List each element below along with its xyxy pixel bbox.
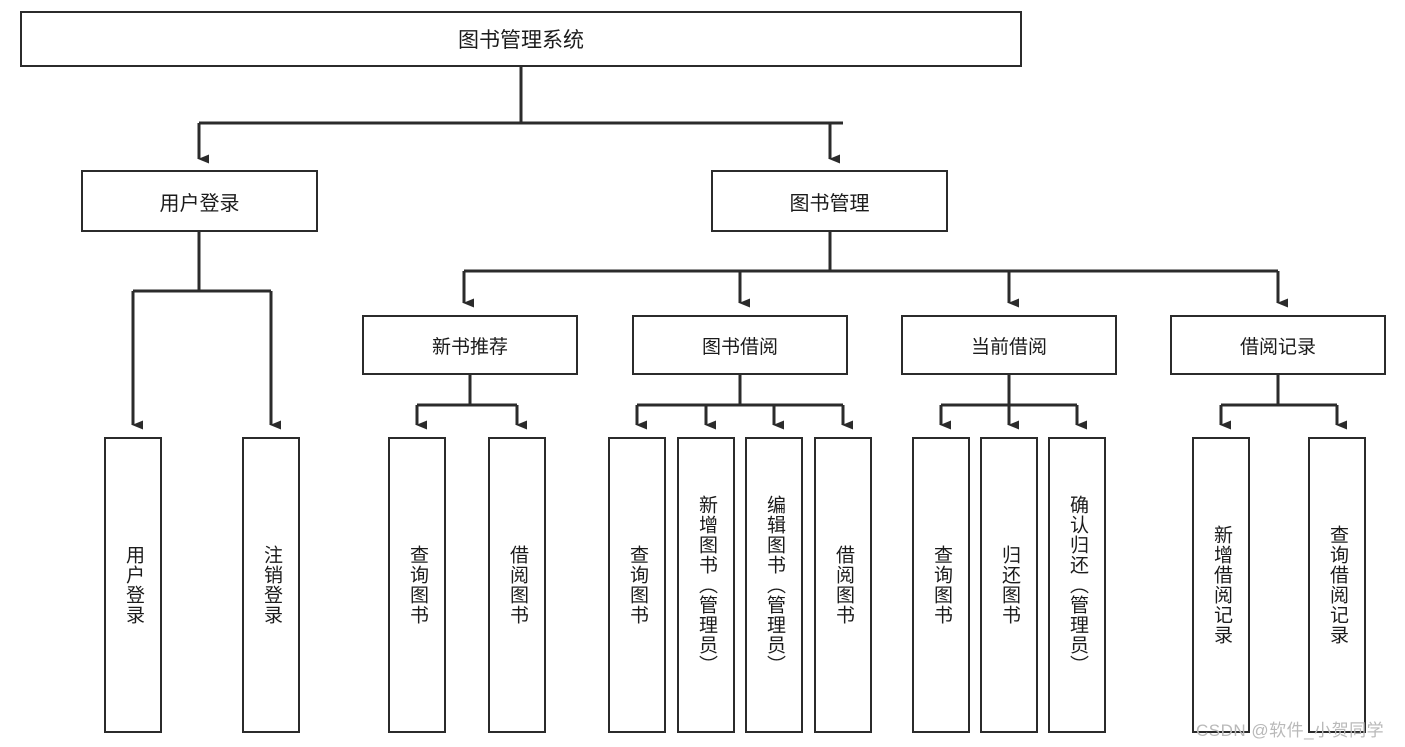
- node-label: 编辑图书（管理员）: [763, 495, 785, 675]
- node-label: 借阅图书: [832, 545, 854, 625]
- node-label: 图书管理系统: [458, 29, 584, 52]
- node-leaf-borrow-book-1[interactable]: 借阅图书: [488, 437, 546, 733]
- node-label: 注销登录: [260, 545, 282, 625]
- node-label: 查询图书: [930, 545, 952, 625]
- node-leaf-confirm-return[interactable]: 确认归还（管理员）: [1048, 437, 1106, 733]
- node-label: 用户登录: [122, 545, 144, 625]
- node-leaf-query-book-2[interactable]: 查询图书: [608, 437, 666, 733]
- node-leaf-query-record[interactable]: 查询借阅记录: [1308, 437, 1366, 733]
- node-leaf-user-login[interactable]: 用户登录: [104, 437, 162, 733]
- node-user-login[interactable]: 用户登录: [81, 170, 318, 232]
- node-leaf-borrow-book-2[interactable]: 借阅图书: [814, 437, 872, 733]
- node-label: 查询图书: [406, 545, 428, 625]
- node-leaf-user-logout[interactable]: 注销登录: [242, 437, 300, 733]
- csdn-watermark: CSDN @软件_小贺同学: [1196, 721, 1385, 740]
- node-label: 新书推荐: [431, 336, 508, 358]
- node-label: 借阅图书: [506, 545, 528, 625]
- node-leaf-query-book-1[interactable]: 查询图书: [388, 437, 446, 733]
- node-book-manage[interactable]: 图书管理: [711, 170, 948, 232]
- node-label: 查询图书: [626, 545, 648, 625]
- node-label: 确认归还（管理员）: [1066, 495, 1088, 675]
- node-root[interactable]: 图书管理系统: [20, 11, 1022, 67]
- node-label: 新增图书（管理员）: [695, 495, 717, 675]
- node-label: 图书借阅: [701, 336, 778, 358]
- node-borrow-record[interactable]: 借阅记录: [1170, 315, 1386, 375]
- node-label: 归还图书: [998, 545, 1020, 625]
- node-label: 用户登录: [159, 192, 240, 215]
- node-book-borrow[interactable]: 图书借阅: [632, 315, 848, 375]
- node-label: 借阅记录: [1239, 336, 1316, 358]
- node-leaf-query-book-3[interactable]: 查询图书: [912, 437, 970, 733]
- node-label: 新增借阅记录: [1210, 525, 1232, 645]
- node-label: 查询借阅记录: [1326, 525, 1348, 645]
- node-label: 当前借阅: [970, 336, 1047, 358]
- node-current-borrow[interactable]: 当前借阅: [901, 315, 1117, 375]
- node-new-book-recommend[interactable]: 新书推荐: [362, 315, 578, 375]
- node-leaf-edit-book[interactable]: 编辑图书（管理员）: [745, 437, 803, 733]
- node-leaf-add-book[interactable]: 新增图书（管理员）: [677, 437, 735, 733]
- node-label: 图书管理: [789, 192, 870, 215]
- node-leaf-add-record[interactable]: 新增借阅记录: [1192, 437, 1250, 733]
- node-leaf-return-book[interactable]: 归还图书: [980, 437, 1038, 733]
